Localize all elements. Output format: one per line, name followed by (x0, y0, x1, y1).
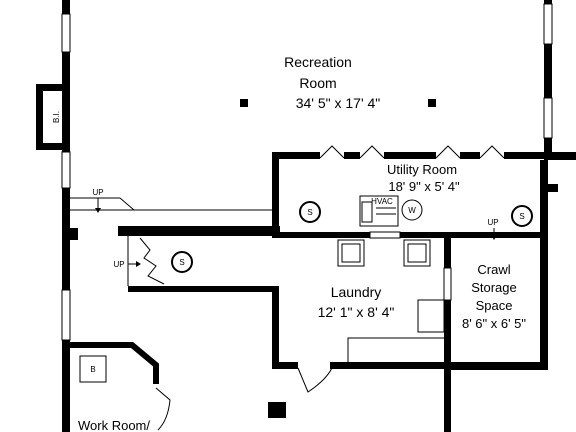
box-b (79, 355, 107, 383)
window (443, 267, 452, 301)
work-room-door[interactable] (155, 387, 171, 431)
work-room-partition (70, 342, 159, 384)
laundry-sink (407, 243, 427, 263)
stairs-up-label: UP (113, 260, 124, 269)
right-outer-wall (544, 0, 552, 160)
built-in-label: B.I. (52, 111, 61, 123)
utility-room-dims: 18' 9" x 5' 4" (388, 179, 460, 194)
sump-label: S (519, 212, 524, 221)
utility-top-wall-segment (384, 152, 436, 159)
utility-room-name: Utility Room (387, 162, 457, 177)
stairs-up-label: UP (92, 188, 103, 197)
laundry-bottom-wall (272, 362, 298, 369)
utility-top-wall (272, 152, 320, 159)
crawl-space-name: Crawl (477, 262, 510, 277)
water-heater-label: W (408, 206, 416, 215)
bifold-door[interactable] (435, 145, 461, 159)
left-outer-wall (62, 0, 70, 432)
bifold-door[interactable] (479, 145, 505, 159)
laundry-left-wall (272, 286, 279, 368)
stair-top-wall (118, 226, 280, 236)
crawl-right-wall (540, 192, 548, 368)
crawl-space-name-3: Space (476, 298, 513, 313)
work-room-name: Work Room/ (78, 418, 150, 432)
recreation-room-name-2: Room (299, 75, 336, 91)
column (428, 99, 436, 107)
up-arrow-head (491, 235, 497, 240)
up-arrow-head (95, 208, 101, 213)
laundry-sink (337, 239, 365, 267)
laundry-top-left-wall (128, 286, 278, 292)
crawl-left-wall (444, 238, 451, 432)
bifold-door[interactable] (359, 145, 385, 159)
bifold-door[interactable] (319, 145, 345, 159)
utility-top-wall-segment (460, 152, 480, 159)
laundry-sink (341, 243, 361, 263)
utility-bottom-wall (272, 232, 450, 238)
crawl-space-name-2: Storage (471, 280, 517, 295)
right-step-wall-2 (540, 160, 548, 190)
stair-steps (139, 237, 165, 285)
bi-bump-bottom (36, 143, 70, 150)
column (268, 402, 286, 418)
up-arrow-head (136, 261, 141, 267)
hvac-unit (359, 195, 399, 227)
utility-top-wall-segment (504, 152, 544, 159)
laundry-counter (347, 337, 444, 362)
sump-pump-icon (171, 251, 193, 273)
bi-bump-top (36, 84, 70, 91)
stair-left-stub (70, 228, 78, 240)
laundry-cabinet (417, 299, 445, 333)
crawl-space-dims: 8' 6" x 6' 5" (462, 316, 526, 331)
laundry-room-dims: 12' 1" x 8' 4" (318, 304, 395, 320)
stairs-up-label: UP (487, 218, 498, 227)
laundry-room-name: Laundry (331, 284, 382, 300)
recreation-room-name: Recreation (284, 54, 352, 70)
bi-bump-left (36, 84, 43, 150)
hvac-panel (361, 201, 373, 223)
sump-pump-icon (299, 201, 321, 223)
window (61, 151, 71, 189)
column (240, 99, 248, 107)
box-b-label: B (90, 365, 95, 374)
right-step-wall-3 (540, 184, 558, 192)
window (61, 13, 71, 53)
utility-left-wall (272, 152, 279, 236)
sump-label: S (179, 258, 184, 267)
window (369, 231, 401, 239)
laundry-door[interactable] (297, 367, 333, 393)
laundry-bottom-wall-right (330, 362, 444, 369)
sump-pump-icon (511, 205, 533, 227)
crawl-bottom-wall (444, 362, 548, 370)
laundry-sink (403, 239, 431, 267)
window (543, 97, 553, 139)
hvac-label: HVAC (371, 197, 393, 206)
window (61, 289, 71, 341)
stair-rail (119, 197, 135, 211)
right-step-wall (544, 152, 576, 160)
utility-top-wall-segment (344, 152, 360, 159)
sump-label: S (307, 208, 312, 217)
window (543, 3, 553, 45)
water-heater-icon (401, 199, 423, 221)
recreation-room-dims: 34' 5" x 17' 4" (296, 95, 381, 111)
